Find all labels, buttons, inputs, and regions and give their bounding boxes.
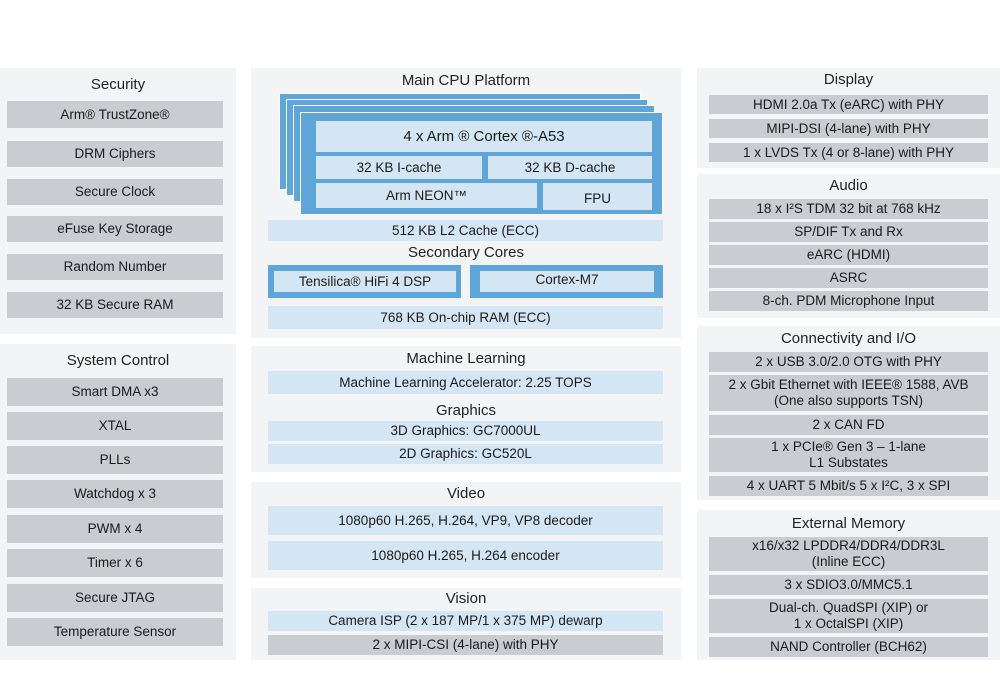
sysctl-item-plls: PLLs: [7, 446, 223, 474]
security-item-clock: Secure Clock: [7, 179, 223, 205]
video-panel: Video 1080p60 H.265, H.264, VP9, VP8 dec…: [251, 482, 681, 578]
security-title: Security: [90, 76, 146, 93]
security-item-ram: 32 KB Secure RAM: [7, 292, 223, 318]
audio-asrc: ASRC: [709, 268, 988, 288]
cpu-cores-label: 4 x Arm ® Cortex ®-A53: [316, 121, 652, 152]
audio-panel: Audio 18 x I²S TDM 32 bit at 768 kHz SP/…: [697, 174, 1000, 318]
video-encoder: 1080p60 H.265, H.264 encoder: [268, 541, 663, 570]
conn-uart: 4 x UART 5 Mbit/s 5 x I²C, 3 x SPI: [709, 476, 988, 496]
display-hdmi: HDMI 2.0a Tx (eARC) with PHY: [709, 95, 988, 114]
graphics-3d: 3D Graphics: GC7000UL: [268, 421, 663, 441]
system-control-panel: System Control Smart DMA x3 XTAL PLLs Wa…: [0, 344, 236, 660]
display-mipi-dsi: MIPI-DSI (4-lane) with PHY: [709, 119, 988, 138]
external-memory-title: External Memory: [791, 515, 906, 532]
display-lvds: 1 x LVDS Tx (4 or 8-lane) with PHY: [709, 143, 988, 162]
vision-csi: 2 x MIPI-CSI (4-lane) with PHY: [268, 635, 663, 655]
audio-pdm: 8-ch. PDM Microphone Input: [709, 291, 988, 311]
onchip-ram: 768 KB On-chip RAM (ECC): [268, 306, 663, 329]
sysctl-item-timer: Timer x 6: [7, 549, 223, 577]
vision-title: Vision: [445, 590, 487, 607]
connectivity-title: Connectivity and I/O: [780, 330, 917, 347]
security-panel: Security Arm® TrustZone® DRM Ciphers Sec…: [0, 68, 236, 334]
security-item-efuse: eFuse Key Storage: [7, 216, 223, 242]
mem-nand: NAND Controller (BCH62): [709, 637, 988, 657]
sysctl-item-jtag: Secure JTAG: [7, 584, 223, 612]
machine-learning-title: Machine Learning: [406, 350, 526, 367]
security-item-drm: DRM Ciphers: [7, 141, 223, 167]
sysctl-item-xtal: XTAL: [7, 412, 223, 440]
video-title: Video: [446, 485, 486, 502]
cpu-dcache: 32 KB D-cache: [488, 156, 652, 179]
dsp-label: Tensilica® HiFi 4 DSP: [274, 271, 456, 292]
m7-label: Cortex-M7: [480, 271, 654, 292]
sysctl-item-dma: Smart DMA x3: [7, 378, 223, 406]
secondary-cores-title: Secondary Cores: [408, 244, 524, 261]
graphics-title: Graphics: [435, 402, 497, 419]
vision-panel: Vision Camera ISP (2 x 187 MP/1 x 375 MP…: [251, 588, 681, 660]
audio-title: Audio: [829, 177, 868, 194]
conn-usb: 2 x USB 3.0/2.0 OTG with PHY: [709, 352, 988, 372]
audio-spdif: SP/DIF Tx and Rx: [709, 222, 988, 242]
l2-cache: 512 KB L2 Cache (ECC): [268, 220, 663, 241]
video-decoder: 1080p60 H.265, H.264, VP9, VP8 decoder: [268, 506, 663, 535]
conn-ethernet: 2 x Gbit Ethernet with IEEE® 1588, AVB (…: [709, 375, 988, 411]
vision-isp: Camera ISP (2 x 187 MP/1 x 375 MP) dewar…: [268, 611, 663, 631]
external-memory-panel: External Memory x16/x32 LPDDR4/DDR4/DDR3…: [697, 510, 1000, 660]
conn-can: 2 x CAN FD: [709, 415, 988, 435]
audio-earc: eARC (HDMI): [709, 245, 988, 265]
graphics-2d: 2D Graphics: GC520L: [268, 444, 663, 464]
cpu-fpu: FPU: [543, 183, 652, 210]
sysctl-item-pwm: PWM x 4: [7, 515, 223, 543]
sysctl-item-watchdog: Watchdog x 3: [7, 480, 223, 508]
connectivity-panel: Connectivity and I/O 2 x USB 3.0/2.0 OTG…: [697, 326, 1000, 500]
display-title: Display: [823, 71, 874, 88]
machine-learning-panel: Machine Learning Machine Learning Accele…: [251, 346, 681, 472]
main-cpu-title: Main CPU Platform: [401, 72, 531, 89]
cpu-icache: 32 KB I-cache: [316, 156, 482, 179]
sysctl-item-temp: Temperature Sensor: [7, 618, 223, 646]
system-control-title: System Control: [66, 352, 170, 369]
mem-spi: Dual-ch. QuadSPI (XIP) or 1 x OctalSPI (…: [709, 599, 988, 633]
conn-pcie: 1 x PCIe® Gen 3 – 1-lane L1 Substates: [709, 438, 988, 472]
security-item-trustzone: Arm® TrustZone®: [7, 101, 223, 128]
mem-sdio: 3 x SDIO3.0/MMC5.1: [709, 575, 988, 595]
audio-i2s: 18 x I²S TDM 32 bit at 768 kHz: [709, 199, 988, 219]
mem-lpddr: x16/x32 LPDDR4/DDR4/DDR3L (Inline ECC): [709, 537, 988, 571]
main-cpu-panel: Main CPU Platform 4 x Arm ® Cortex ®-A53…: [251, 68, 681, 338]
cpu-neon: Arm NEON™: [316, 183, 537, 208]
ml-accelerator: Machine Learning Accelerator: 2.25 TOPS: [268, 371, 663, 394]
display-panel: Display HDMI 2.0a Tx (eARC) with PHY MIP…: [697, 68, 1000, 168]
security-item-random: Random Number: [7, 254, 223, 280]
